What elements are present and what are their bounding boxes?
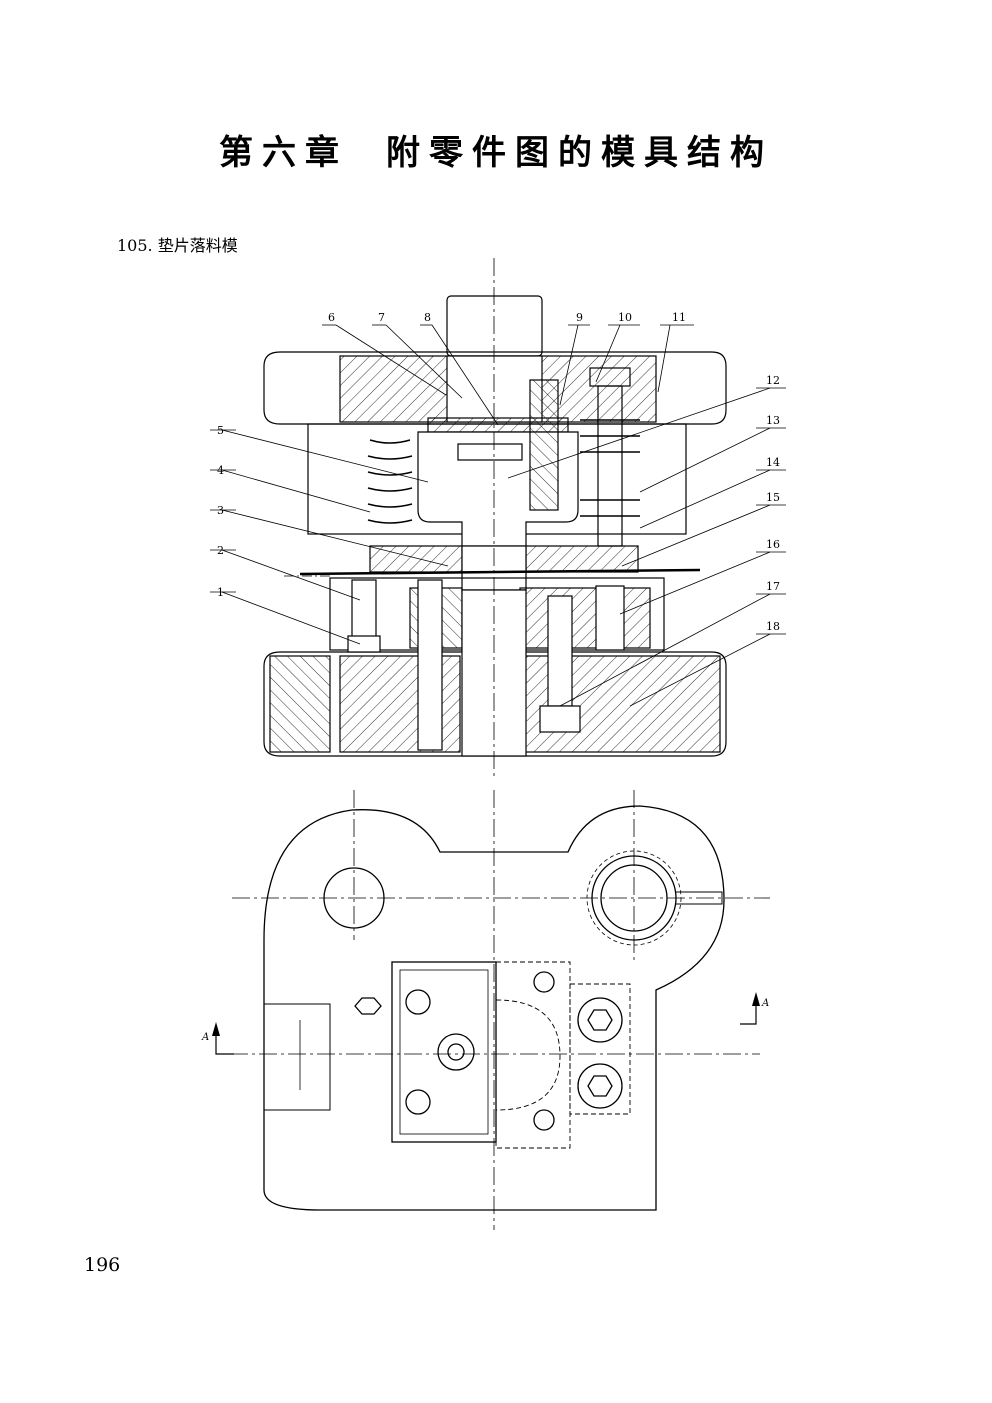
callout-14: 14: [766, 456, 780, 469]
hole-2: [405, 1089, 431, 1115]
pilot-hole: [437, 1033, 475, 1071]
callout-4: 4: [217, 464, 224, 477]
guide-pin-left: [417, 579, 443, 751]
chapter-title: 第六章附零件图的模具结构: [0, 125, 992, 174]
figure-caption: 105. 垫片落料模: [117, 236, 238, 255]
callout-12: 12: [766, 374, 780, 387]
die-insert: [391, 961, 497, 1143]
callout-1: 1: [217, 586, 224, 599]
upper-die-seat: [263, 351, 727, 425]
socket-head-screw: [539, 705, 581, 733]
section-view: [263, 258, 727, 780]
callout-17: 17: [766, 580, 780, 593]
page-number: 196: [84, 1254, 121, 1276]
callout-6: 6: [328, 311, 335, 324]
callout-3: 3: [217, 504, 224, 517]
leader-lines: [210, 324, 786, 707]
shank: [446, 295, 543, 357]
bolt-head-lower: [577, 1063, 623, 1109]
strip-material: [299, 568, 701, 576]
callout-10: 10: [618, 311, 632, 324]
callout-18: 18: [766, 620, 780, 633]
section-label-right: A: [761, 998, 769, 1009]
hole-3: [533, 971, 555, 993]
callout-15: 15: [766, 491, 780, 504]
callout-2: 2: [217, 544, 224, 557]
callout-8: 8: [424, 311, 431, 324]
plan-view: [215, 790, 770, 1230]
bolt-head-upper: [577, 997, 623, 1043]
callout-5: 5: [217, 424, 224, 437]
hex-nut: [354, 997, 382, 1015]
callout-7: 7: [378, 311, 385, 324]
callout-11: 11: [672, 311, 686, 324]
pilot-pin: [547, 595, 573, 707]
callout-16: 16: [766, 538, 780, 551]
spring-right: [580, 419, 640, 517]
chapter-number: 第六章: [219, 133, 348, 173]
chapter-name: 附零件图的模具结构: [386, 133, 773, 173]
die-set-outline: [263, 805, 725, 1211]
lower-die-seat: [263, 651, 727, 757]
callout-labels: 1 2 3 4 5 6 7 8 9 10 11 12 13 14 15 16 1…: [217, 311, 780, 633]
callout-9: 9: [576, 311, 583, 324]
section-label-left: A: [201, 1032, 209, 1043]
hole-4: [533, 1109, 555, 1131]
hole-1: [405, 989, 431, 1015]
callout-13: 13: [766, 414, 780, 427]
spring-left: [367, 439, 413, 524]
